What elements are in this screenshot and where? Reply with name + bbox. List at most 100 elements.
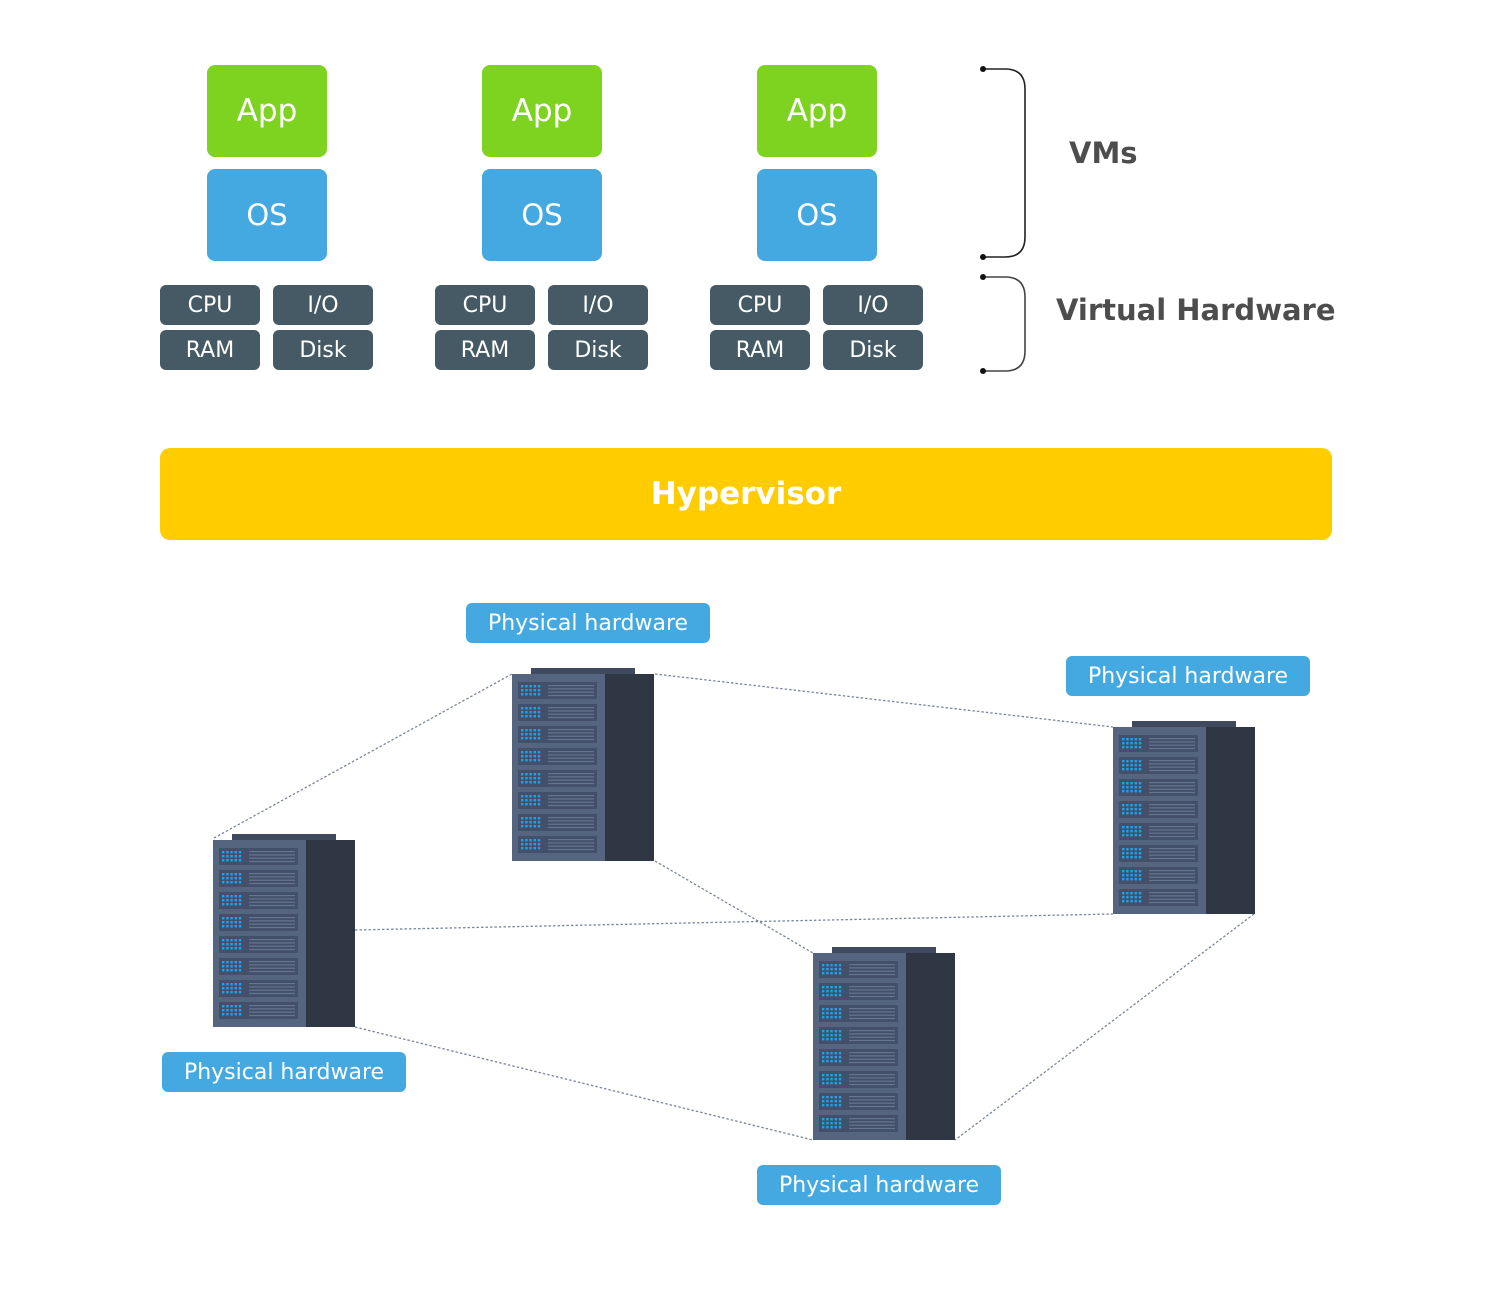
server-led	[234, 1013, 237, 1016]
server-led	[226, 903, 229, 906]
server-vent-line	[249, 923, 295, 925]
server-led	[234, 917, 237, 920]
server-led	[838, 1016, 842, 1019]
server-led	[537, 685, 541, 688]
server-led	[238, 855, 242, 858]
server-led	[1134, 892, 1137, 895]
server-led	[533, 737, 536, 740]
server-led	[226, 859, 229, 862]
server-led	[537, 711, 541, 714]
server-led	[1134, 900, 1137, 903]
server-led	[238, 903, 242, 906]
server-led	[226, 947, 229, 950]
server-led	[537, 751, 541, 754]
server-led	[226, 1009, 229, 1012]
server-vent-line	[548, 845, 594, 847]
server-led	[529, 751, 532, 754]
server-led	[1130, 764, 1133, 767]
server-vent-line	[849, 1102, 895, 1104]
server-vent-line	[548, 738, 594, 741]
server-led	[830, 1126, 833, 1129]
server-led	[238, 873, 242, 876]
server-led	[822, 990, 825, 993]
server-led	[226, 1013, 229, 1016]
server-led	[822, 1052, 825, 1055]
server-led	[1122, 746, 1125, 749]
server-led	[529, 707, 532, 710]
server-vent-line	[548, 839, 594, 841]
server-led	[1138, 742, 1142, 745]
server-vent-line	[1149, 791, 1195, 794]
server-led	[230, 1013, 233, 1016]
server-led	[525, 777, 528, 780]
server-led	[1130, 786, 1133, 789]
server-led	[1134, 834, 1137, 837]
server-led	[838, 1060, 842, 1063]
server-led	[834, 1078, 837, 1081]
server-led	[1138, 738, 1142, 741]
server-led	[1130, 896, 1133, 899]
ram-box: RAM	[710, 330, 810, 370]
server-led	[822, 986, 825, 989]
server-led	[226, 921, 229, 924]
server-led	[1138, 892, 1142, 895]
server-vent-line	[249, 948, 295, 951]
server-led	[525, 689, 528, 692]
server-led	[234, 859, 237, 862]
server-led	[1122, 896, 1125, 899]
server-vent-line	[849, 1080, 895, 1082]
server-led	[838, 986, 842, 989]
server-led	[238, 877, 242, 880]
server-vent-line	[548, 817, 594, 819]
server-vent-line	[849, 1096, 895, 1098]
server-led	[230, 943, 233, 946]
server-led	[238, 969, 242, 972]
server-led	[533, 795, 536, 798]
server-led	[826, 1096, 829, 1099]
server-led	[533, 685, 536, 688]
server-led	[525, 821, 528, 824]
server-led	[1134, 738, 1137, 741]
server-led	[1138, 834, 1142, 837]
server-side	[906, 953, 955, 1140]
server-slot	[1119, 845, 1198, 862]
server-led	[1138, 874, 1142, 877]
server-vent-line	[249, 961, 295, 963]
server-led	[1134, 856, 1137, 859]
server-led	[830, 1122, 833, 1125]
server-led	[1126, 746, 1129, 749]
server-vent-line	[1149, 769, 1195, 772]
server-led	[529, 693, 532, 696]
server-vent-line	[1149, 832, 1195, 834]
server-led	[222, 1009, 225, 1012]
io-box: I/O	[823, 285, 923, 325]
server-led	[1134, 746, 1137, 749]
server-slot	[1119, 867, 1198, 884]
server-led	[238, 961, 242, 964]
server-led	[830, 1060, 833, 1063]
server-led	[537, 843, 541, 846]
server-led	[1126, 782, 1129, 785]
server-led	[230, 939, 233, 942]
server-led	[234, 925, 237, 928]
server-vent-line	[849, 1055, 895, 1057]
bracket-endpoint	[980, 66, 986, 72]
link-right-bottom	[954, 913, 1255, 1141]
server-rack-icon	[512, 668, 654, 861]
server-led	[533, 773, 536, 776]
server-led	[537, 847, 541, 850]
link-left-right	[354, 913, 1114, 931]
server-vent-line	[548, 694, 594, 697]
server-led	[830, 1104, 833, 1107]
server-led	[826, 1126, 829, 1129]
server-vent-line	[1149, 741, 1195, 743]
server-led	[834, 1038, 837, 1041]
server-led	[830, 990, 833, 993]
server-vent-line	[249, 851, 295, 853]
server-led	[1138, 900, 1142, 903]
server-led	[533, 729, 536, 732]
server-led	[222, 873, 225, 876]
server-vent-line	[548, 685, 594, 687]
server-led	[830, 1030, 833, 1033]
server-vent-line	[249, 917, 295, 919]
